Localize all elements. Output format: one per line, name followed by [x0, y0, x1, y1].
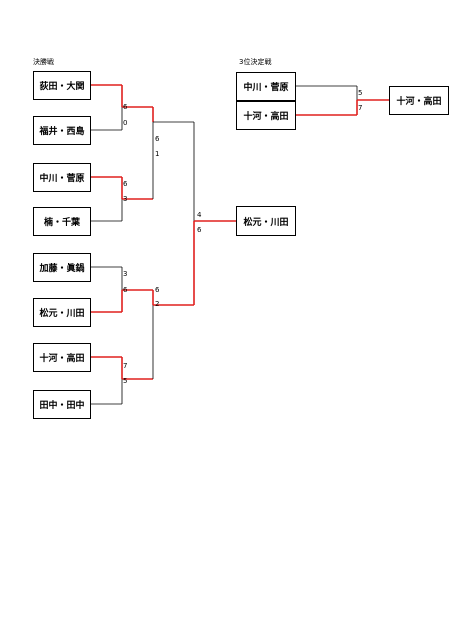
semi-1-score-bottom: 1	[155, 150, 160, 158]
team-slot-6: 松元・川田	[33, 298, 91, 327]
r1-m4-score-top: 7	[123, 362, 128, 370]
third-place-score-top: 5	[358, 89, 363, 97]
semi-1-score-top: 6	[155, 135, 160, 143]
third-place-winner-box: 十河・高田	[389, 86, 449, 115]
r1-m3-score-top: 3	[123, 270, 128, 278]
team-slot-8: 田中・田中	[33, 390, 91, 419]
r1-m1-score-bottom: 0	[123, 119, 128, 127]
r1-m4-score-bottom: 5	[123, 377, 128, 385]
third-place-score-bottom: 7	[358, 104, 363, 112]
third-place-team-2: 十河・高田	[236, 101, 296, 130]
r1-m3-score-bottom: 6	[123, 286, 128, 294]
final-score-bottom: 6	[197, 226, 202, 234]
team-slot-1: 荻田・大関	[33, 71, 91, 100]
champion-box: 松元・川田	[236, 206, 296, 236]
r1-m1-score-top: 6	[123, 103, 128, 111]
team-slot-5: 加藤・眞鍋	[33, 253, 91, 282]
r1-m2-score-top: 6	[123, 180, 128, 188]
team-slot-2: 福井・西島	[33, 116, 91, 145]
semi-2-score-top: 6	[155, 286, 160, 294]
semi-2-score-bottom: 2	[155, 300, 160, 308]
team-slot-4: 楠・千葉	[33, 207, 91, 236]
third-place-team-1: 中川・菅原	[236, 72, 296, 101]
third-place-title: 3位決定戦	[239, 58, 272, 66]
r1-m2-score-bottom: 3	[123, 195, 128, 203]
team-slot-7: 十河・高田	[33, 343, 91, 372]
final-score-top: 4	[197, 211, 202, 219]
main-bracket-title: 決勝戦	[33, 58, 54, 66]
team-slot-3: 中川・菅原	[33, 163, 91, 192]
